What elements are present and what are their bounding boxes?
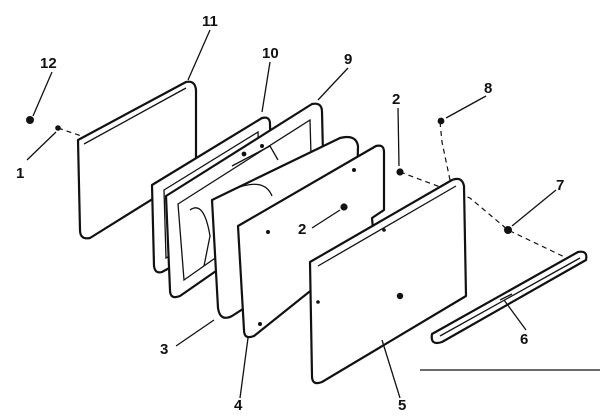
callout-12: 12: [40, 55, 57, 72]
part-1-screw: [55, 125, 61, 131]
leader-lines: [26, 29, 600, 399]
callout-9: 9: [344, 51, 352, 68]
part-4-inner-panel: [236, 144, 386, 339]
callout-10: 10: [262, 45, 279, 62]
part-2-screw-upper: [396, 168, 404, 176]
callout-3: 3: [160, 341, 168, 358]
callout-8: 8: [484, 80, 492, 97]
callout-1: 1: [16, 165, 24, 182]
callout-2-upper: 2: [392, 91, 400, 108]
part-6-door-handle: [430, 250, 588, 345]
part-8-screw: [437, 117, 445, 125]
callout-11: 11: [202, 13, 218, 30]
part-7-screw: [504, 226, 512, 234]
callout-6: 6: [520, 331, 528, 348]
callout-5: 5: [398, 397, 406, 414]
part-12-screw: [26, 116, 34, 124]
callout-4: 4: [234, 397, 243, 414]
part-5-outer-door-panel: [308, 177, 468, 385]
callout-labels: 12 1 11 10 9 2 8 7 2 3 4 5 6: [16, 13, 564, 414]
part-2-screw-center: [340, 203, 348, 211]
callout-2-center: 2: [298, 221, 306, 238]
callout-7: 7: [556, 177, 564, 194]
part-2-screw-panel: [396, 292, 404, 300]
fasteners: [26, 116, 512, 300]
